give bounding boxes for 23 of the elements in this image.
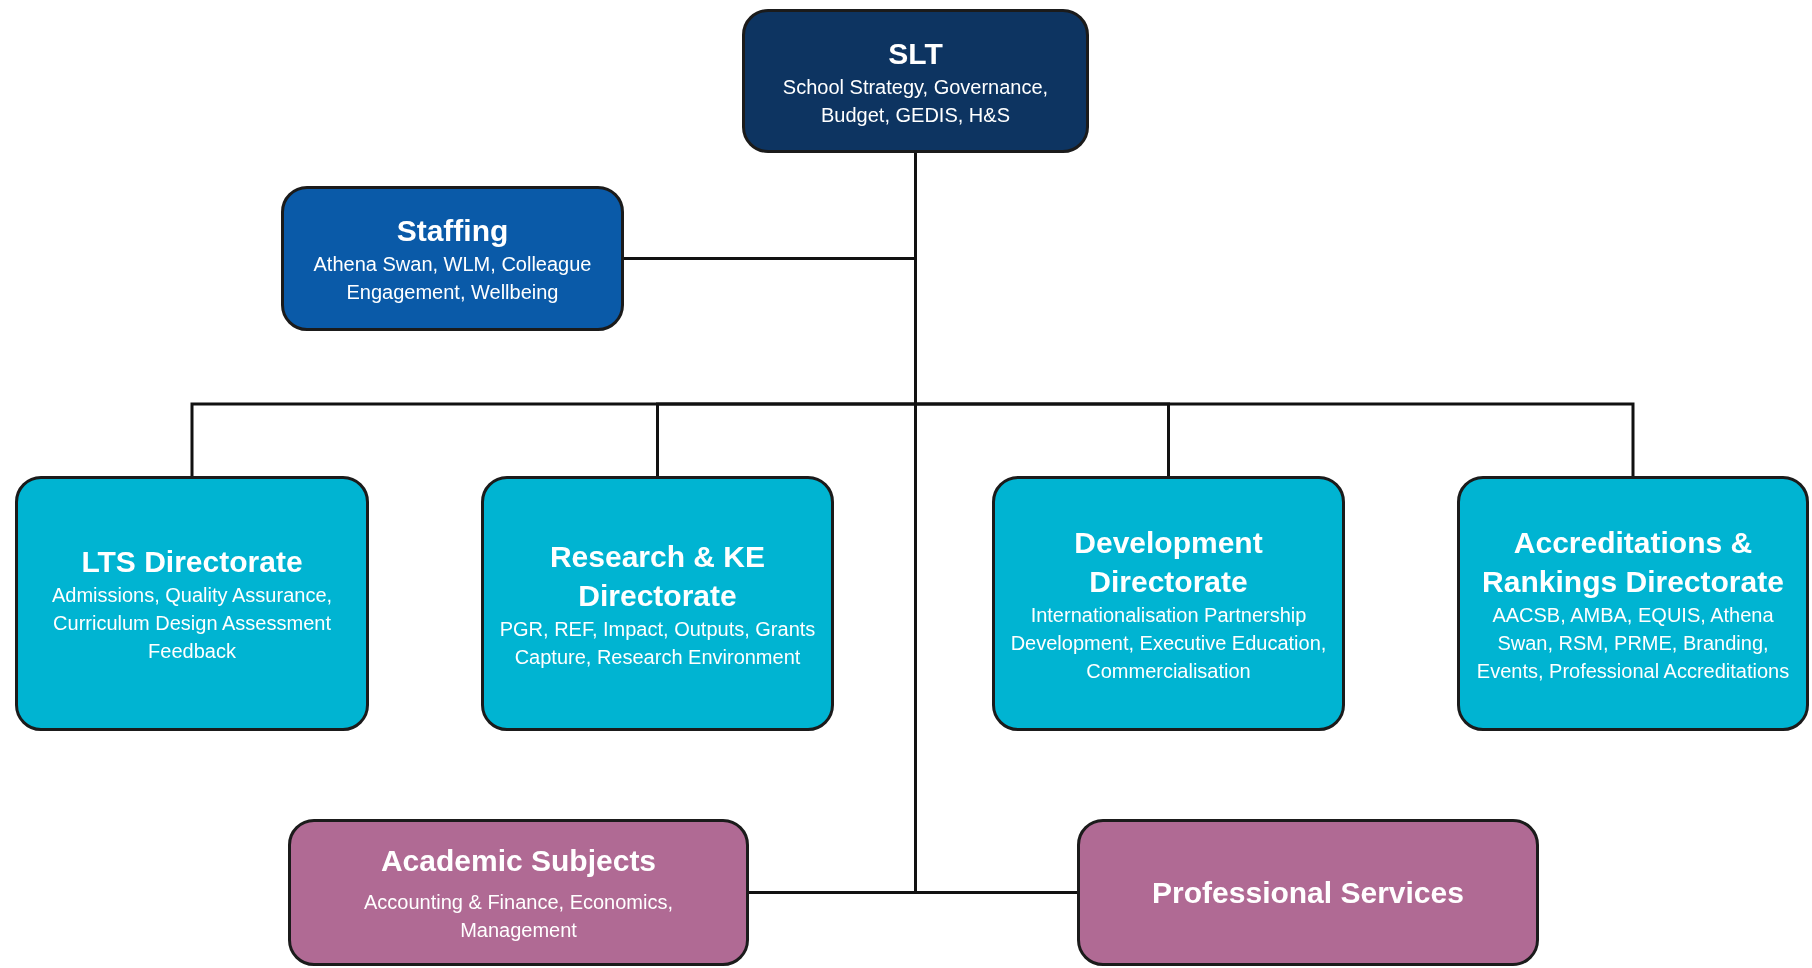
box-title: Academic Subjects	[380, 843, 657, 879]
box-title: Development Directorate	[1073, 524, 1264, 600]
subject-box	[288, 819, 749, 966]
box-title: Research & KE Directorate	[548, 538, 767, 614]
box-description: Internationalisation Partnership Development, Executive Education, Commercialisation	[1009, 602, 1328, 684]
staffing-box	[281, 186, 624, 331]
box-description: Accounting & Finance, Economics, Management	[362, 890, 674, 943]
directorate-box	[15, 476, 369, 731]
directorate-box	[481, 476, 834, 731]
box-description: Admissions, Quality Assurance, Curriculum Design Assessment Feedback	[50, 583, 334, 664]
box-title: LTS Directorate	[81, 544, 303, 580]
box-title: Accreditations & Rankings Directorate	[1481, 524, 1785, 600]
directorate-box	[992, 476, 1345, 731]
services-box	[1077, 819, 1539, 966]
box-title: Staffing	[396, 213, 509, 249]
box-title: Professional Services	[1152, 875, 1464, 911]
box-description: Athena Swan, WLM, Colleague Engagement, Wellbeing	[312, 252, 593, 305]
box-description: PGR, REF, Impact, Outputs, Grants Capture, Research Environment	[498, 616, 817, 670]
leadership-box	[742, 9, 1089, 153]
box-description: AACSB, AMBA, EQUIS, Athena Swan, RSM, PRME, Branding, Events, Professional Accreditations	[1475, 602, 1791, 684]
box-description: School Strategy, Governance, Budget, GEDIS, H&S	[781, 74, 1050, 128]
directorate-box	[1457, 476, 1809, 731]
box-title: SLT	[888, 35, 943, 72]
